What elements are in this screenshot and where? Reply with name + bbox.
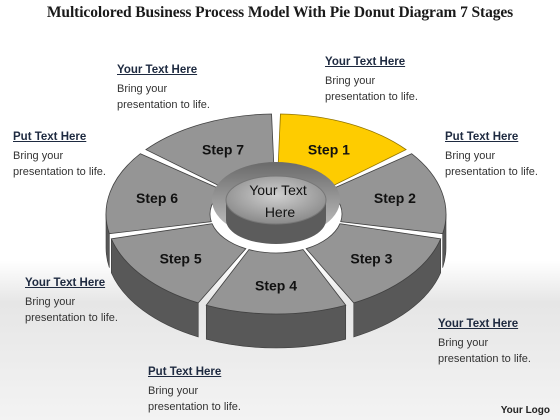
step-6-segment xyxy=(105,153,225,235)
callout-body: Bring your presentation to life. xyxy=(445,150,538,178)
callout-body: Bring your presentation to life. xyxy=(25,296,118,324)
step-4-label: Step 4 xyxy=(255,278,297,294)
ring-side-walls xyxy=(105,213,447,349)
callout-heading: Your Text Here xyxy=(25,277,106,289)
callout-left-lower: Your Text Here Bring your presentation t… xyxy=(25,277,185,326)
callout-right-upper: Put Text Here Bring your presentation to… xyxy=(445,131,560,180)
step-6-label: Step 6 xyxy=(136,190,178,206)
callout-heading: Put Text Here xyxy=(148,366,222,378)
center-hub-top xyxy=(225,175,327,225)
step-4-segment xyxy=(205,249,347,315)
step-5-segment xyxy=(110,223,247,304)
step-7-label: Step 7 xyxy=(202,142,244,158)
center-hub: Your Text Here xyxy=(212,162,340,244)
step-labels: Step 1 Step 2 Step 3 Step 4 Step 5 Step 6 Step… xyxy=(136,142,416,294)
logo-placeholder: Your Logo xyxy=(500,405,550,416)
center-hub-wall xyxy=(226,200,326,244)
callout-heading: Put Text Here xyxy=(13,131,87,143)
step-3-label: Step 3 xyxy=(350,251,392,267)
callout-heading: Put Text Here xyxy=(445,131,519,143)
callout-heading: Your Text Here xyxy=(325,56,406,68)
callout-top-left: Your Text Here Bring your presentation t… xyxy=(117,64,277,113)
callout-bottom: Put Text Here Bring your presentation to… xyxy=(148,366,308,415)
callout-body: Bring your presentation to life. xyxy=(117,83,210,111)
callout-heading: Your Text Here xyxy=(438,318,519,330)
callout-right-lower: Your Text Here Bring your presentation t… xyxy=(438,318,560,367)
callout-left-upper: Put Text Here Bring your presentation to… xyxy=(13,131,173,180)
step-5-label: Step 5 xyxy=(160,251,202,267)
step-2-label: Step 2 xyxy=(374,190,416,206)
center-text-line-1: Your Text xyxy=(249,182,307,198)
callout-body: Bring your presentation to life. xyxy=(13,150,106,178)
step-1-label: Step 1 xyxy=(308,142,350,158)
step-3-segment xyxy=(305,223,442,304)
callout-body: Bring your presentation to life. xyxy=(325,75,418,103)
callout-top-right: Your Text Here Bring your presentation t… xyxy=(325,56,485,105)
callout-heading: Your Text Here xyxy=(117,64,198,76)
callout-body: Bring your presentation to life. xyxy=(438,337,531,365)
callout-body: Bring your presentation to life. xyxy=(148,385,241,413)
center-text-line-2: Here xyxy=(265,204,296,220)
diagram-title: Multicolored Business Process Model With… xyxy=(46,4,514,21)
